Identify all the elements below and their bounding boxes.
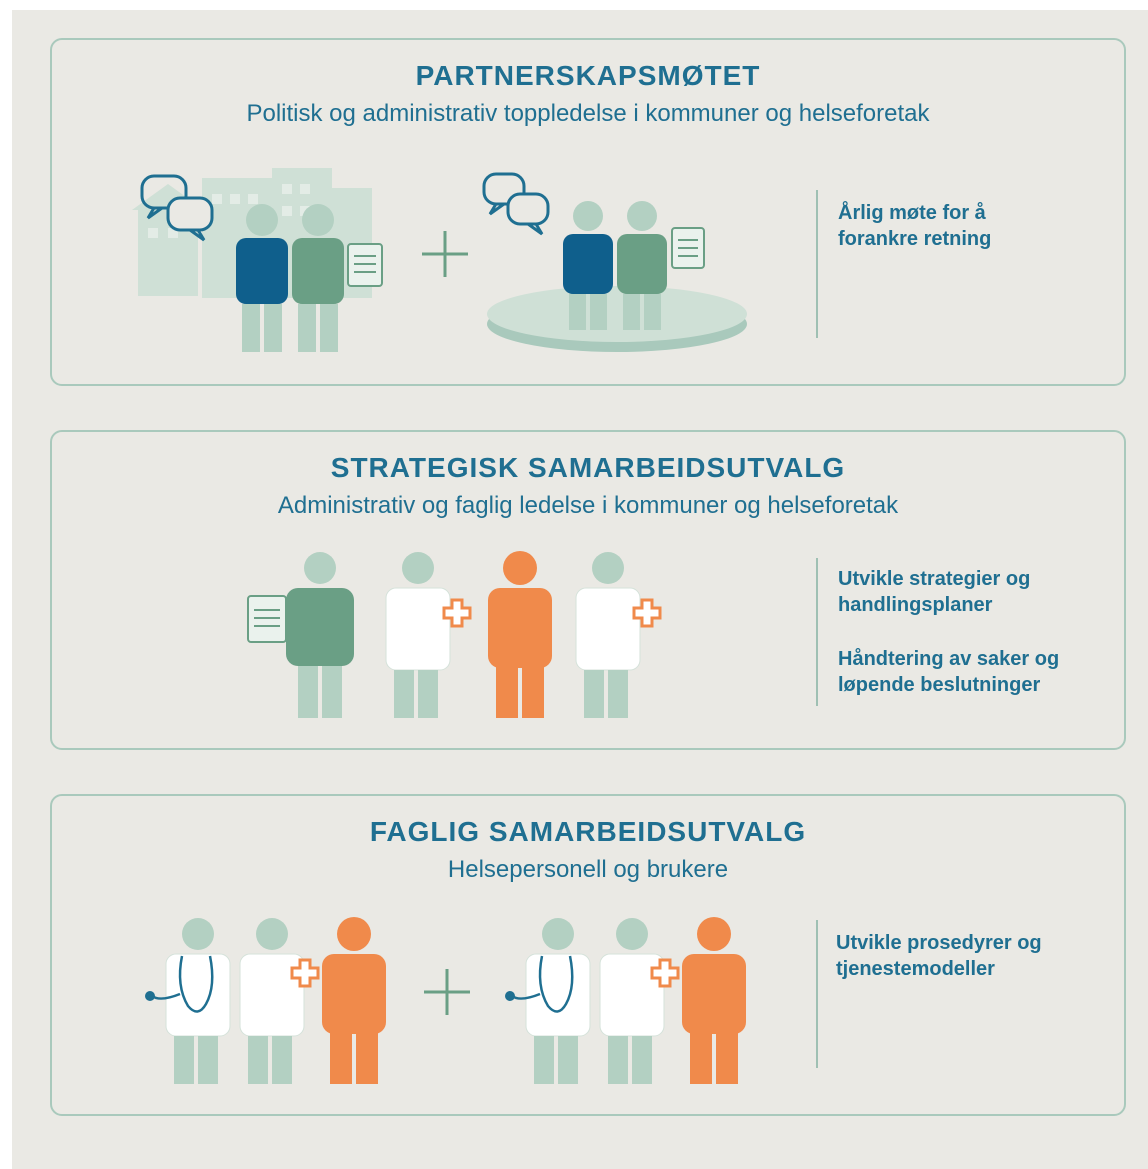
panel-illustration <box>145 917 746 1084</box>
plus-icon <box>424 969 470 1015</box>
user-icon <box>488 551 552 718</box>
panel-title: FAGLIG SAMARBEIDSUTVALG <box>369 816 807 847</box>
doctor-icon <box>239 918 320 1084</box>
panel-strategisk-samarbeidsutvalg: STRATEGISK SAMARBEIDSUTVALG Administrati… <box>50 430 1126 750</box>
note-text: Årlig møte for å forankre retning <box>838 202 992 250</box>
panel-subtitle: Helsepersonell og brukere <box>447 856 729 883</box>
panel-partnerskapsmotet: PARTNERSKAPSMØTET Politisk og administra… <box>50 38 1126 386</box>
speech-bubbles-icon <box>140 174 214 242</box>
people-icon <box>236 204 344 352</box>
person-icon <box>286 552 354 718</box>
infographic: PARTNERSKAPSMØTET Politisk og administra… <box>12 10 1148 1169</box>
document-icon <box>247 595 287 643</box>
document-icon <box>347 243 383 287</box>
doctor-icon <box>575 552 662 718</box>
doctor-icon <box>599 918 680 1084</box>
note-text: Håndtering av saker og løpende beslutnin… <box>838 648 1060 696</box>
user-icon <box>682 917 746 1084</box>
panel-illustration <box>247 551 662 718</box>
divider <box>816 190 818 338</box>
divider <box>816 558 818 706</box>
platform-icon <box>487 286 747 352</box>
doctor-stethoscope-icon <box>145 918 231 1084</box>
panel-title: PARTNERSKAPSMØTET <box>415 60 761 91</box>
divider <box>816 920 818 1068</box>
panel-faglig-samarbeidsutvalg: FAGLIG SAMARBEIDSUTVALG Helsepersonell o… <box>50 794 1126 1116</box>
doctor-stethoscope-icon <box>505 918 591 1084</box>
panel-subtitle: Administrativ og faglig ledelse i kommun… <box>277 492 899 519</box>
doctor-icon <box>385 552 472 718</box>
panel-title: STRATEGISK SAMARBEIDSUTVALG <box>330 452 846 483</box>
note-text: Utvikle prosedyrer og tjenestemodeller <box>836 932 1042 980</box>
panel-subtitle: Politisk og administrativ toppledelse i … <box>246 100 930 127</box>
panel-illustration <box>132 168 747 352</box>
plus-icon <box>422 231 468 277</box>
user-icon <box>322 917 386 1084</box>
note-text: Utvikle strategier og handlingsplaner <box>838 568 1031 616</box>
